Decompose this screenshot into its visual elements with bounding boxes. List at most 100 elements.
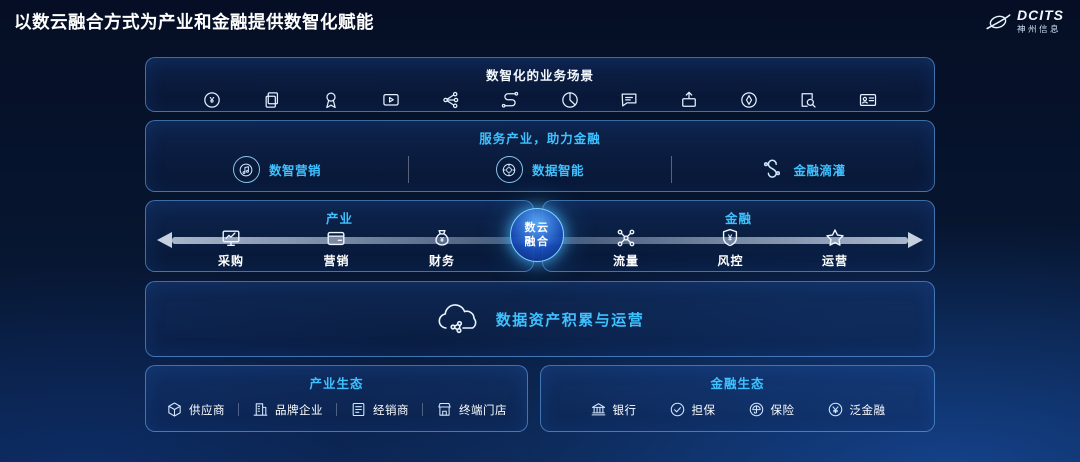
network-share-icon <box>441 90 461 110</box>
finance-flow-panel: 金融 流量 风控 运营 <box>542 200 935 272</box>
eco-item: 保险 <box>748 401 795 418</box>
medal-icon <box>321 90 341 110</box>
procurement-monitor-icon <box>220 227 242 249</box>
pie-chart-icon <box>560 90 580 110</box>
supplier-cube-icon <box>166 401 183 418</box>
industry-title: 产业 <box>325 212 353 226</box>
eco-label: 供应商 <box>189 404 225 417</box>
scenarios-panel: 数智化的业务场景 <box>145 57 935 112</box>
finance-eco-panel: 金融生态 银行 担保 保险 泛金融 <box>540 365 935 432</box>
data-intelligence-icon <box>495 156 523 183</box>
finance-title: 金融 <box>724 212 752 226</box>
flow-item: 财务 <box>429 227 455 271</box>
insurance-umbrella-icon <box>748 401 765 418</box>
dcits-swoosh-icon <box>985 12 1011 32</box>
divider <box>336 403 337 416</box>
service-label: 数智营销 <box>268 164 321 178</box>
flow-row: 产业 采购 营销 财务 金融 <box>145 200 935 272</box>
data-assets-label: 数据资产积累与运营 <box>495 311 645 329</box>
flow-label: 风控 <box>717 254 744 268</box>
flow-label: 采购 <box>218 254 245 268</box>
finance-eco-items: 银行 担保 保险 泛金融 <box>541 401 934 418</box>
digital-marketing-icon <box>232 156 260 183</box>
pan-finance-coin-icon <box>827 401 844 418</box>
operation-star-icon <box>824 227 846 249</box>
service-item: 数智营销 <box>146 156 408 183</box>
service-item: 金融滴灌 <box>672 158 934 182</box>
eco-item: 供应商 <box>166 401 225 418</box>
eco-item: 担保 <box>669 401 716 418</box>
industry-eco-items: 供应商 品牌企业 经销商 终端门店 <box>146 401 527 418</box>
flow-item: 营销 <box>323 227 349 271</box>
documents-icon <box>262 90 282 110</box>
divider <box>671 156 672 183</box>
marketing-wallet-icon <box>325 227 347 249</box>
id-card-icon <box>858 90 878 110</box>
flow-label: 流量 <box>613 254 640 268</box>
traffic-nodes-icon <box>615 227 637 249</box>
services-title: 服务产业，助力金融 <box>479 132 601 146</box>
eco-item: 终端门店 <box>436 401 507 418</box>
flow-item: 风控 <box>717 227 743 271</box>
flow-item: 运营 <box>822 227 848 271</box>
data-assets-panel: 数据资产积累与运营 <box>145 281 935 357</box>
left-arrowhead <box>157 232 172 248</box>
flow-label: 运营 <box>821 254 848 268</box>
logo-text: DCITS 神州信息 <box>1017 7 1064 35</box>
finance-moneybag-icon <box>431 227 453 249</box>
badge-line2: 融合 <box>524 236 550 248</box>
services-panel: 服务产业，助力金融 数智营销 数据智能 金融滴灌 <box>145 120 935 192</box>
finance-eco-title: 金融生态 <box>710 377 765 391</box>
guarantee-badge-icon <box>669 401 686 418</box>
right-arrowhead <box>908 232 923 248</box>
divider <box>238 403 239 416</box>
industry-items: 采购 营销 财务 <box>146 201 533 271</box>
flow-label: 营销 <box>323 254 350 268</box>
page-title: 以数云融合方式为产业和金融提供数智化赋能 <box>14 12 374 32</box>
chat-bubble-icon <box>619 90 639 110</box>
service-label: 金融滴灌 <box>793 164 846 178</box>
services-row: 数智营销 数据智能 金融滴灌 <box>146 156 934 183</box>
eco-label: 经销商 <box>373 404 409 417</box>
payment-coin-icon <box>202 90 222 110</box>
service-item: 数据智能 <box>409 156 671 183</box>
flow-item: 采购 <box>218 227 244 271</box>
eco-label: 品牌企业 <box>275 404 323 417</box>
bank-icon <box>590 401 607 418</box>
video-player-icon <box>381 90 401 110</box>
data-stream-icon <box>500 90 520 110</box>
logo-company: 神州信息 <box>1017 24 1062 35</box>
service-label: 数据智能 <box>531 164 584 178</box>
eco-label: 终端门店 <box>459 404 507 417</box>
scenarios-title: 数智化的业务场景 <box>485 69 594 83</box>
data-cloud-icon <box>436 303 484 335</box>
parcel-upload-icon <box>679 90 699 110</box>
eco-label: 泛金融 <box>849 404 886 417</box>
document-search-icon <box>798 90 818 110</box>
logo-brand: DCITS <box>1017 7 1064 23</box>
eco-item: 银行 <box>590 401 637 418</box>
finance-items: 流量 风控 运营 <box>543 201 934 271</box>
dealer-list-icon <box>350 401 367 418</box>
data-cloud-fusion-badge: 数云 融合 <box>510 208 564 262</box>
brand-building-icon <box>252 401 269 418</box>
left-arrow-bar <box>172 237 529 244</box>
eco-label: 担保 <box>691 404 716 417</box>
divider <box>422 403 423 416</box>
risk-shield-icon <box>719 227 741 249</box>
dcits-logo: DCITS 神州信息 <box>985 7 1064 35</box>
badge-line1: 数云 <box>524 221 550 234</box>
flow-item: 流量 <box>613 227 639 271</box>
eco-item: 品牌企业 <box>252 401 323 418</box>
industry-eco-title: 产业生态 <box>309 377 364 391</box>
eco-item: 经销商 <box>350 401 409 418</box>
scenarios-icon-row <box>146 84 934 110</box>
industry-eco-panel: 产业生态 供应商 品牌企业 经销商 终端门店 <box>145 365 528 432</box>
eco-label: 保险 <box>770 404 795 417</box>
flow-label: 财务 <box>428 254 455 268</box>
finance-drip-icon <box>760 158 784 182</box>
eco-label: 银行 <box>612 404 637 417</box>
eco-item: 泛金融 <box>827 401 886 418</box>
compass-icon <box>739 90 759 110</box>
